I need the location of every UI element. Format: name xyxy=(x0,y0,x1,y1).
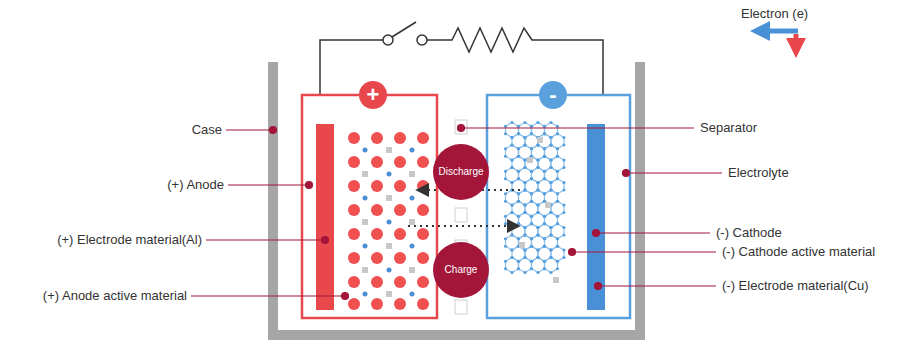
part-label: (+) Anode active material xyxy=(43,288,187,304)
electron-arrow xyxy=(794,34,799,50)
switch-lever xyxy=(392,22,416,37)
switch-contact xyxy=(417,35,427,45)
anode-current-collector xyxy=(316,124,334,310)
part-label: (-) Electrode material(Cu) xyxy=(722,278,869,294)
part-label: Electrolyte xyxy=(728,165,789,181)
part-label: (+) Anode xyxy=(167,177,224,193)
node-label: Discharge xyxy=(438,167,483,177)
polarity-symbol: + xyxy=(359,81,387,109)
part-label: (-) Cathode xyxy=(716,225,782,241)
resistor-symbol xyxy=(427,28,603,95)
case-wall xyxy=(268,62,645,340)
leader-lines xyxy=(191,125,722,300)
ion-arrow xyxy=(408,225,518,227)
part-label: Separator xyxy=(700,120,757,136)
polarity-symbol: - xyxy=(539,81,567,109)
switch-contact xyxy=(383,35,393,45)
process-circle: Charge xyxy=(433,242,489,298)
anode-active-material xyxy=(348,132,429,310)
cathode-active-material xyxy=(504,121,566,283)
process-circle: Discharge xyxy=(433,144,489,200)
cathode-current-collector xyxy=(587,124,605,310)
part-label: Case xyxy=(192,122,222,138)
polarity-sign: + xyxy=(367,84,380,106)
electron-arrow xyxy=(758,29,798,34)
part-label: (+) Electrode material(Al) xyxy=(57,232,202,248)
polarity-sign: - xyxy=(549,84,556,106)
part-label: (-) Cathode active material xyxy=(722,244,875,260)
node-label: Charge xyxy=(445,265,478,275)
electron-label: Electron (e) xyxy=(741,6,808,22)
anode-box xyxy=(302,95,437,318)
